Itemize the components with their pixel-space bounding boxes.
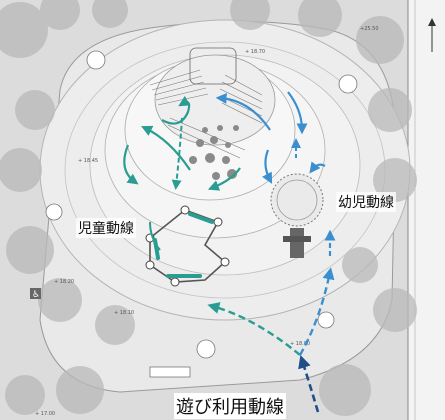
entry-route xyxy=(298,355,320,413)
play-use-route-left xyxy=(207,302,301,356)
infant-route-a xyxy=(215,92,271,131)
svg-text:+ 17.00: + 17.00 xyxy=(35,411,55,417)
svg-text:+ 18.70: + 18.70 xyxy=(245,49,265,55)
infant-route-label: 幼児動線 xyxy=(336,192,396,212)
trees xyxy=(0,0,417,416)
boundary-strip xyxy=(408,0,445,420)
svg-text:+ 18.10: + 18.10 xyxy=(114,310,134,316)
slide-structure xyxy=(189,47,237,85)
child-route-c xyxy=(171,117,183,190)
stepping-stones xyxy=(189,125,239,180)
svg-text:+25.50: +25.50 xyxy=(360,26,379,32)
svg-text:+ 18.20: + 18.20 xyxy=(54,279,74,285)
wheelchair-icon xyxy=(30,288,41,299)
north-arrow xyxy=(428,18,436,52)
infant-route-c xyxy=(262,149,273,184)
play-use-route-label: 遊び利用動線 xyxy=(174,393,286,419)
infant-route-d xyxy=(309,161,326,174)
child-route-b xyxy=(161,95,191,125)
svg-text:+ 18.45: + 18.45 xyxy=(78,158,98,164)
planting-circles xyxy=(45,50,358,359)
play-use-route-right xyxy=(298,267,335,356)
infant-play-equipment xyxy=(290,228,304,258)
child-route-f xyxy=(149,221,161,251)
svg-text:♿: ♿ xyxy=(32,290,40,300)
infant-route-b xyxy=(287,91,308,135)
child-route-e xyxy=(207,167,241,191)
svg-text:+ 18.00: + 18.00 xyxy=(290,341,310,347)
bench xyxy=(149,366,191,378)
infant-play-ring xyxy=(270,173,324,227)
child-route-label: 児童動線 xyxy=(76,218,136,238)
child-route-d xyxy=(123,144,139,185)
child-route-a xyxy=(141,125,191,171)
stair-hatching xyxy=(149,69,263,159)
